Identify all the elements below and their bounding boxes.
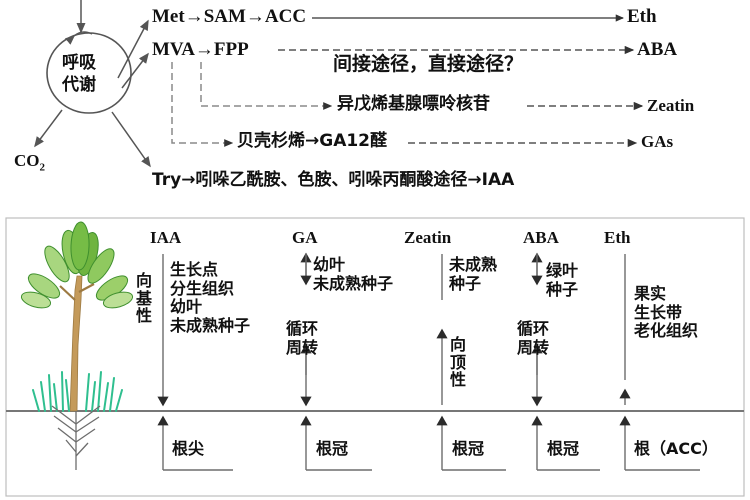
source-item: 幼叶 <box>313 255 346 274</box>
co2-label: CO2 <box>14 151 45 174</box>
column-header-aba: ABA <box>523 228 559 247</box>
link-mva-kaurene-branch <box>171 62 234 147</box>
source-item: 老化组织 <box>634 321 699 341</box>
pathway-question-note: 间接途径，直接途径？ <box>333 53 524 75</box>
source-item: 未成熟种子 <box>313 273 394 293</box>
plant-illustration <box>20 221 134 470</box>
column-header-ga: GA <box>292 228 318 247</box>
root-label-ga: 根冠 <box>316 439 349 458</box>
source-item: 未成熟 <box>449 255 498 274</box>
link-mva-zeatin-branch <box>200 62 333 110</box>
source-item: 果实 <box>634 284 667 303</box>
sources-aba: 绿叶 种子 <box>546 261 579 299</box>
pathway-chain-zeatin: 异戊烯基腺嘌呤核苷 <box>337 94 490 114</box>
cycle-aba: 循环周转 <box>517 319 550 357</box>
sources-ga: 幼叶 未成熟种子 <box>313 255 394 293</box>
source-item: 生长带 <box>634 302 683 322</box>
pathway-chain-aba: MVA→FPP <box>152 39 249 60</box>
arrow-to-mva <box>121 52 149 89</box>
respiration-node <box>46 32 132 114</box>
source-item: 未成熟种子 <box>170 315 251 335</box>
root-label-iaa: 根尖 <box>172 439 205 458</box>
pathway-chain-gas: 贝壳杉烯→GA12醛 <box>237 131 388 151</box>
source-item: 分生组织 <box>170 278 235 298</box>
source-item: 种子 <box>449 273 482 293</box>
arrow-to-co2 <box>34 109 63 148</box>
hormone-product-gas: GAs <box>641 132 674 151</box>
column-header-zeatin: Zeatin <box>404 228 452 247</box>
polarity-zeatin: 向顶性 <box>450 335 467 390</box>
hormone-product-eth: Eth <box>627 6 657 27</box>
sources-zeatin: 未成熟 种子 <box>449 255 498 293</box>
sources-eth: 果实 生长带 老化组织 <box>634 284 699 341</box>
root-label-zeatin: 根冠 <box>452 439 485 458</box>
column-header-iaa: IAA <box>150 228 182 247</box>
sources-iaa: 生长点 分生组织 幼叶 未成熟种子 <box>170 260 251 335</box>
hormone-product-zeatin: Zeatin <box>647 96 695 115</box>
source-item: 绿叶 <box>546 261 579 280</box>
respiration-label-line2: 代谢 <box>62 75 96 95</box>
polarity-iaa: 向基性 <box>136 271 153 326</box>
pathway-chain-eth: Met→SAM→ACC <box>152 6 307 27</box>
column-header-eth: Eth <box>604 228 631 247</box>
source-item: 幼叶 <box>170 297 203 317</box>
source-item: 生长点 <box>170 260 219 279</box>
root-label-eth: 根（ACC） <box>634 439 718 458</box>
hormone-product-aba: ABA <box>637 39 678 60</box>
arrow-to-try <box>111 111 151 168</box>
cycle-ga: 循环周转 <box>286 319 319 357</box>
pathway-chain-iaa: Try→吲哚乙酰胺、色胺、吲哚丙酮酸途径→IAA <box>152 170 515 190</box>
root-label-aba: 根冠 <box>547 439 580 458</box>
arrow-to-met <box>117 19 149 79</box>
respiration-label-line1: 呼吸 <box>62 53 96 73</box>
source-item: 种子 <box>546 279 579 299</box>
